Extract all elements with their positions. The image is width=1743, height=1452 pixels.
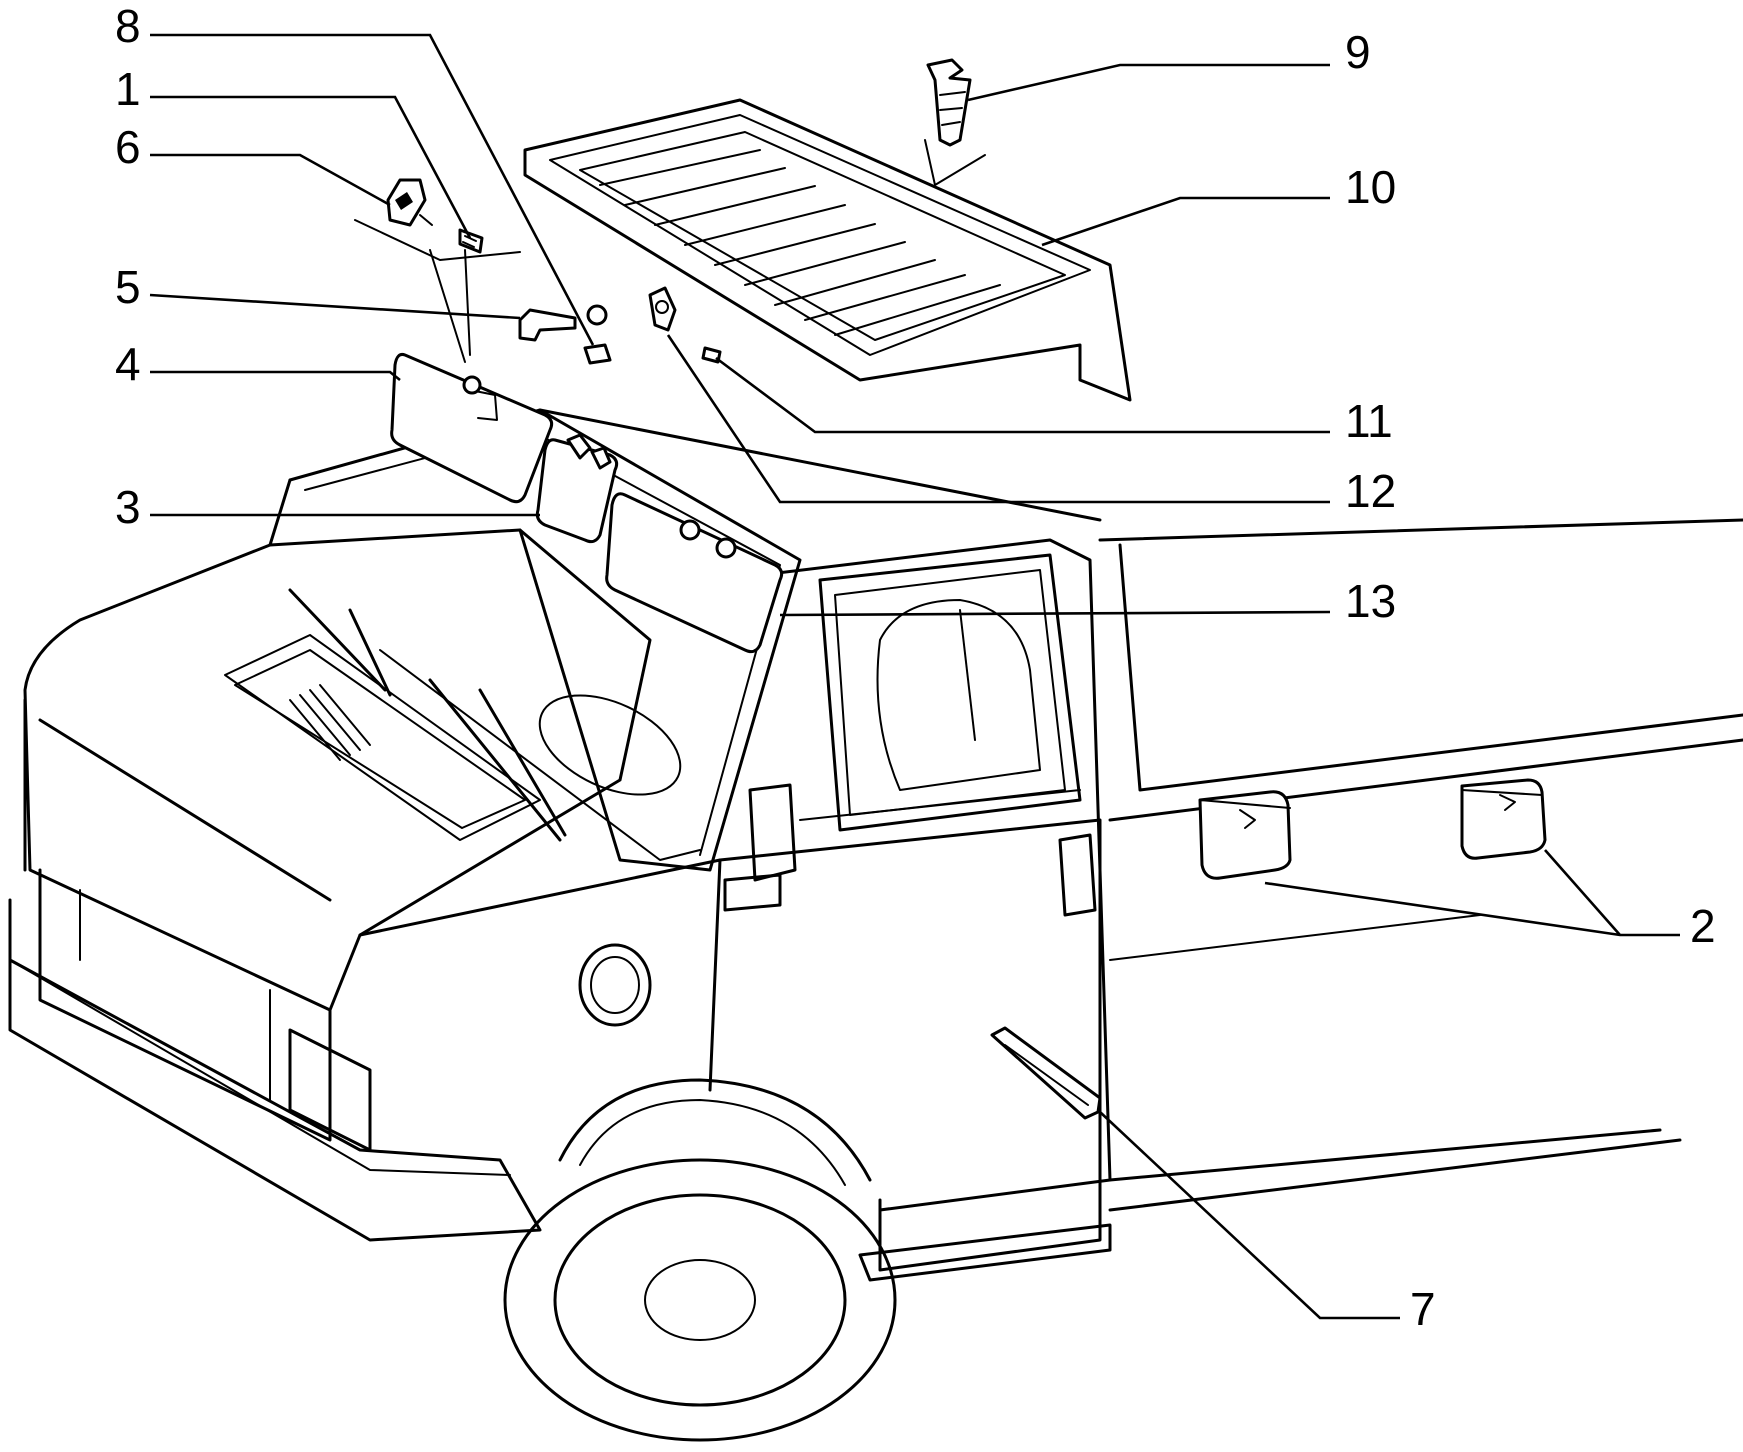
part-10-roof-panel: [523, 98, 1132, 402]
part-1-screw: [458, 228, 484, 254]
leader-lines: [149, 33, 1680, 1320]
callout-9: 9: [1345, 26, 1371, 78]
leader-6: [150, 153, 391, 207]
callout-12: 12: [1345, 465, 1396, 517]
leader-13: [779, 610, 1331, 617]
callout-2: 2: [1690, 900, 1716, 952]
part-4-sun-visor-left: [390, 353, 554, 504]
vent-grille: [289, 684, 371, 761]
callout-13: 13: [1345, 575, 1396, 627]
leader-11: [715, 356, 1330, 434]
callout-10: 10: [1345, 161, 1396, 213]
leader-2: [1264, 849, 1680, 937]
part-12-clip: [648, 286, 677, 332]
leader-1: [150, 95, 472, 239]
part-6-bracket: [386, 178, 433, 227]
part-13-sun-visor-right: [605, 492, 784, 654]
callout-8: 8: [115, 0, 141, 52]
callout-labels: 8 1 6 5 4 3 9 10 11 12 13 2 7: [115, 0, 1716, 1335]
callout-3: 3: [115, 481, 141, 533]
part-5-hook: [518, 304, 608, 342]
leader-8: [150, 33, 595, 346]
part-8-block: [583, 343, 612, 365]
van-body: [8, 408, 1743, 1442]
part-2-lamp-right: [1460, 778, 1547, 860]
callout-7: 7: [1410, 1283, 1436, 1335]
callout-1: 1: [115, 63, 141, 115]
leader-5: [149, 293, 521, 320]
leader-10: [1041, 196, 1330, 247]
callout-4: 4: [115, 338, 141, 390]
part-2-lamp-left: [1198, 790, 1292, 880]
callout-6: 6: [115, 121, 141, 173]
part-7-strip: [990, 1026, 1102, 1120]
leader-9: [967, 63, 1330, 102]
callout-11: 11: [1345, 395, 1393, 447]
callout-5: 5: [115, 261, 141, 313]
leader-4: [150, 370, 401, 382]
part-3-center-cover: [535, 433, 619, 544]
leader-12: [666, 334, 1330, 504]
leader-7: [1099, 1111, 1400, 1320]
part-9-clip: [924, 58, 986, 186]
